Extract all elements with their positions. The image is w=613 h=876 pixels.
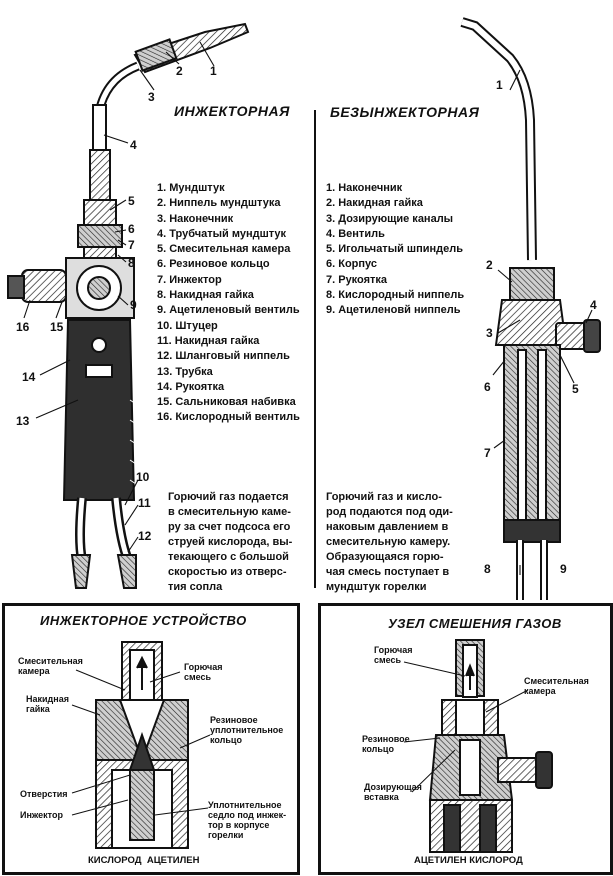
callout-number: 8: [128, 256, 135, 270]
callout-number: 6: [128, 222, 135, 236]
non-injector-torch-note: Горючий газ и кисло- род подаются под од…: [326, 490, 466, 595]
callout-number: 9: [130, 298, 137, 312]
label-rubber-ring: Резиновое уплотнительное кольцо: [210, 715, 284, 745]
callout-number: 7: [128, 238, 135, 252]
mixing-unit-caption: АЦЕТИЛЕН КИСЛОРОД: [414, 855, 523, 866]
legend-item: 16. Кислородный вентиль: [157, 411, 300, 424]
callout-number: 8: [484, 562, 491, 576]
legend-item: 11. Накидная гайка: [157, 334, 260, 347]
note-line: род подаются под оди-: [326, 506, 453, 518]
legend-item: 3. Наконечник: [157, 212, 234, 225]
callout-number: 3: [148, 90, 155, 104]
note-line: Горючий газ и кисло-: [326, 491, 442, 503]
legend-item: 5. Смесительная камера: [157, 243, 291, 256]
label-injector: Инжектор: [20, 810, 63, 820]
legend-item: 9. Ацетиленовый вентиль: [157, 304, 300, 317]
injector-torch-drawing: [7, 22, 250, 589]
note-line: мундштук горелки: [326, 581, 427, 593]
note-line: смесительную камеру.: [326, 536, 451, 548]
injector-device-drawing: [71, 641, 211, 849]
injector-device-panel: [2, 603, 300, 875]
note-line: текающего с большой: [168, 551, 289, 563]
callout-number: 5: [128, 194, 135, 208]
callout-number: 11: [138, 496, 151, 510]
legend-item: 8. Накидная гайка: [157, 289, 254, 302]
legend-item: 9. Ацетиленовй ниппель: [326, 304, 461, 317]
mixing-unit-drawing: [403, 639, 553, 853]
label-combustible-mix: Горючая смесь: [184, 662, 223, 682]
note-line: скоростью из отверс-: [168, 566, 287, 578]
callout-number: 6: [484, 380, 491, 394]
callout-number: 12: [138, 529, 152, 543]
label-seal-seat: Уплотнительное седло под инжек-тор в кор…: [208, 800, 287, 840]
legend-item: 7. Инжектор: [157, 273, 222, 286]
non-injector-torch-legend: 1. Наконечник 2. Накидная гайка 3. Дозир…: [326, 181, 464, 319]
legend-item: 13. Трубка: [157, 365, 213, 378]
legend-item: 2. Накидная гайка: [326, 197, 423, 210]
legend-item: 6. Резиновое кольцо: [157, 258, 270, 271]
legend-item: 5. Игольчатый шпиндель: [326, 243, 463, 256]
callout-number: 1: [496, 78, 503, 92]
note-line: струей кислорода, вы-: [168, 536, 293, 548]
legend-item: 4. Трубчатый мундштук: [157, 227, 287, 240]
legend-item: 12. Шланговый ниппель: [157, 350, 290, 363]
callout-number: 2: [176, 64, 183, 78]
mixing-unit-title: УЗЕЛ СМЕШЕНИЯ ГАЗОВ: [388, 616, 562, 631]
label-combustible-mix: Горючая смесь: [374, 645, 413, 665]
label-rubber-ring: Резиновое кольцо: [362, 734, 410, 754]
label-mixing-chamber: Смесительная камера: [524, 676, 589, 696]
note-line: тия сопла: [168, 581, 223, 593]
note-line: наковым давлением в: [326, 521, 449, 533]
callout-number: 5: [572, 382, 579, 396]
legend-item: 10. Штуцер: [157, 319, 218, 332]
legend-item: 7. Рукоятка: [326, 273, 388, 286]
callout-number: 14: [22, 370, 36, 384]
legend-item: 15. Сальниковая набивка: [157, 396, 296, 409]
injector-torch-note: Горючий газ подается в смесительную каме…: [168, 490, 308, 595]
center-divider: [314, 110, 316, 588]
callout-number: 16: [16, 320, 30, 334]
callout-number: 2: [486, 258, 493, 272]
injector-device-title: ИНЖЕКТОРНОЕ УСТРОЙСТВО: [40, 613, 247, 628]
callout-number: 4: [130, 138, 137, 152]
callout-number: 15: [50, 320, 64, 334]
legend-item: 1. Мундштук: [157, 182, 225, 194]
note-line: в смесительную каме-: [168, 506, 291, 518]
legend-item: 1. Наконечник: [326, 182, 403, 194]
non-injector-torch-drawing: [460, 17, 601, 600]
injector-device-caption: КИСЛОРОД АЦЕТИЛЕН: [88, 855, 200, 866]
label-dosing-insert: Дозирующая вставка: [364, 782, 422, 802]
note-line: чая смесь поступает в: [326, 566, 450, 578]
note-line: ру за счет подсоса его: [168, 521, 291, 533]
callout-number: 13: [16, 414, 30, 428]
legend-item: 8. Кислородный ниппель: [326, 289, 465, 302]
callout-number: 9: [560, 562, 567, 576]
label-mixing-chamber: Смесительная камера: [18, 656, 83, 676]
callout-number: 3: [486, 326, 493, 340]
legend-item: 2. Ниппель мундштука: [157, 197, 281, 210]
callout-number: 1: [210, 64, 217, 78]
injector-torch-legend: 1. Мундштук 2. Ниппель мундштука 3. Нако…: [157, 181, 300, 426]
legend-item: 6. Корпус: [326, 258, 377, 271]
callout-number: 7: [484, 446, 491, 460]
legend-item: 3. Дозирующие каналы: [326, 212, 454, 225]
injector-torch-title: ИНЖЕКТОРНАЯ: [174, 103, 290, 119]
legend-item: 4. Вентиль: [326, 227, 385, 240]
mixing-unit-panel: [318, 603, 613, 875]
callout-number: 4: [590, 298, 597, 312]
legend-item: 14. Рукоятка: [157, 380, 225, 393]
label-union-nut: Накидная гайка: [26, 694, 69, 714]
note-line: Горючий газ подается: [168, 491, 289, 503]
label-holes: Отверстия: [20, 789, 68, 799]
non-injector-torch-title: БЕЗЫНЖЕКТОРНАЯ: [330, 104, 480, 120]
note-line: Образующаяся горю-: [326, 551, 444, 563]
callout-number: 10: [136, 470, 150, 484]
